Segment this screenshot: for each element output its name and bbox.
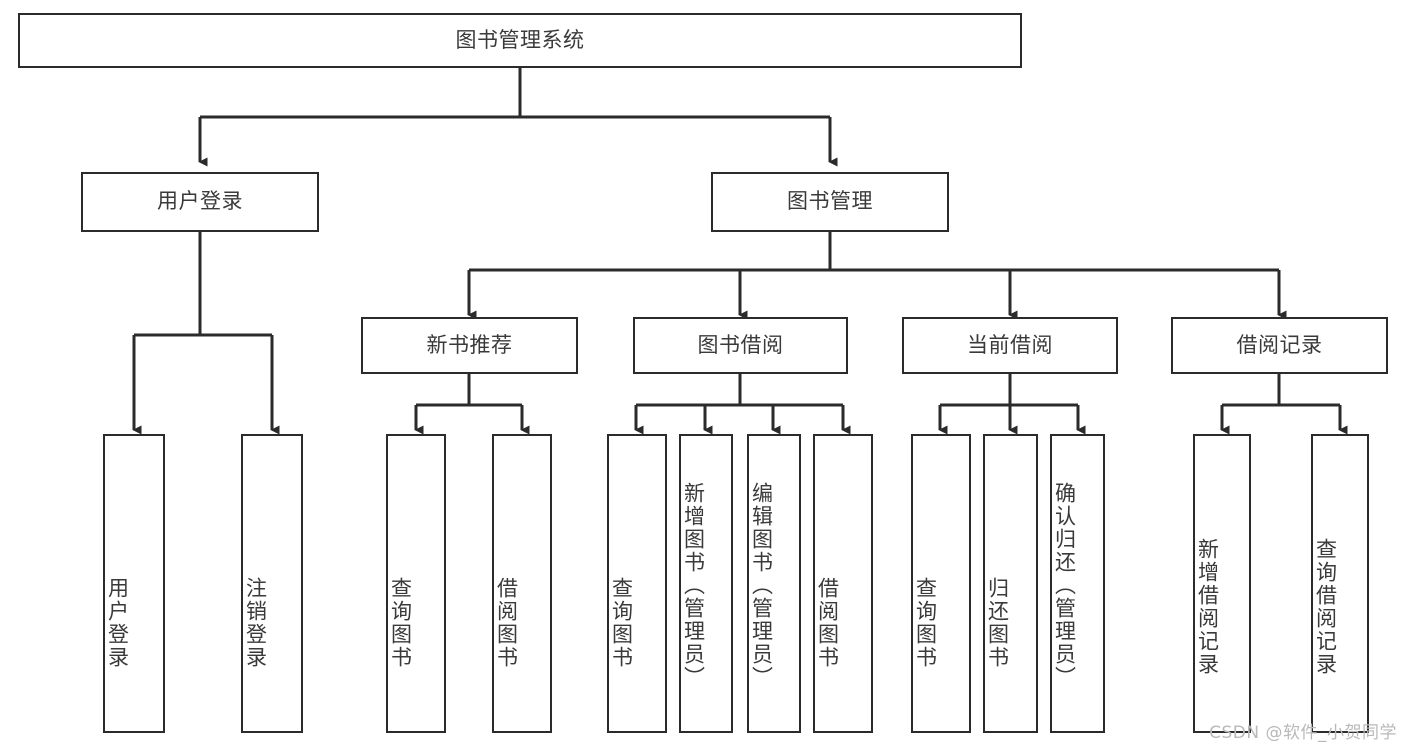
leaf-recommend-borrow-book-label: 借阅图书 <box>494 576 519 669</box>
leaf-recommend-borrow-book[interactable]: 借阅图书 <box>492 434 552 733</box>
node-root[interactable]: 图书管理系统 <box>18 13 1022 68</box>
leaf-recommend-query-book[interactable]: 查询图书 <box>386 434 446 733</box>
leaf-record-query-label: 查询借阅记录 <box>1313 537 1338 676</box>
leaf-user-login-label: 用户登录 <box>105 576 130 669</box>
leaf-borrow-edit-book[interactable]: 编辑图书（管理员） <box>747 434 801 733</box>
leaf-borrow-query-book-label: 查询图书 <box>609 576 634 669</box>
node-current-borrow[interactable]: 当前借阅 <box>902 317 1118 374</box>
leaf-record-add[interactable]: 新增借阅记录 <box>1193 434 1251 733</box>
node-new-book-recommend[interactable]: 新书推荐 <box>361 317 578 374</box>
node-user-login-label: 用户登录 <box>157 189 243 214</box>
leaf-user-login[interactable]: 用户登录 <box>103 434 165 733</box>
leaf-borrow-query-book[interactable]: 查询图书 <box>607 434 667 733</box>
leaf-current-query-book[interactable]: 查询图书 <box>911 434 971 733</box>
leaf-logout[interactable]: 注销登录 <box>241 434 303 733</box>
leaf-record-add-label: 新增借阅记录 <box>1195 537 1220 676</box>
leaf-current-return-book-label: 归还图书 <box>985 576 1010 669</box>
leaf-current-confirm-return[interactable]: 确认归还（管理员） <box>1050 434 1105 733</box>
leaf-record-query[interactable]: 查询借阅记录 <box>1311 434 1369 733</box>
leaf-borrow-borrow-book[interactable]: 借阅图书 <box>813 434 873 733</box>
leaf-borrow-edit-book-label: 编辑图书（管理员） <box>749 482 774 689</box>
node-user-login[interactable]: 用户登录 <box>81 172 319 232</box>
node-current-borrow-label: 当前借阅 <box>967 332 1053 357</box>
leaf-current-query-book-label: 查询图书 <box>913 576 938 669</box>
node-new-book-recommend-label: 新书推荐 <box>426 332 513 357</box>
node-root-label: 图书管理系统 <box>455 27 585 52</box>
leaf-borrow-add-book-label: 新增图书（管理员） <box>681 482 706 689</box>
node-book-management-label: 图书管理 <box>787 189 873 214</box>
node-book-borrow-label: 图书借阅 <box>697 332 784 357</box>
leaf-borrow-add-book[interactable]: 新增图书（管理员） <box>679 434 733 733</box>
leaf-recommend-query-book-label: 查询图书 <box>388 576 413 669</box>
leaf-borrow-borrow-book-label: 借阅图书 <box>815 576 840 669</box>
leaf-current-confirm-return-label: 确认归还（管理员） <box>1052 482 1077 689</box>
leaf-logout-label: 注销登录 <box>243 576 268 669</box>
leaf-current-return-book[interactable]: 归还图书 <box>983 434 1038 733</box>
node-book-management[interactable]: 图书管理 <box>711 172 949 232</box>
node-book-borrow[interactable]: 图书借阅 <box>633 317 848 374</box>
node-borrow-record[interactable]: 借阅记录 <box>1171 317 1388 374</box>
node-borrow-record-label: 借阅记录 <box>1236 332 1323 357</box>
watermark: CSDN @软件_小贺同学 <box>1209 723 1397 743</box>
